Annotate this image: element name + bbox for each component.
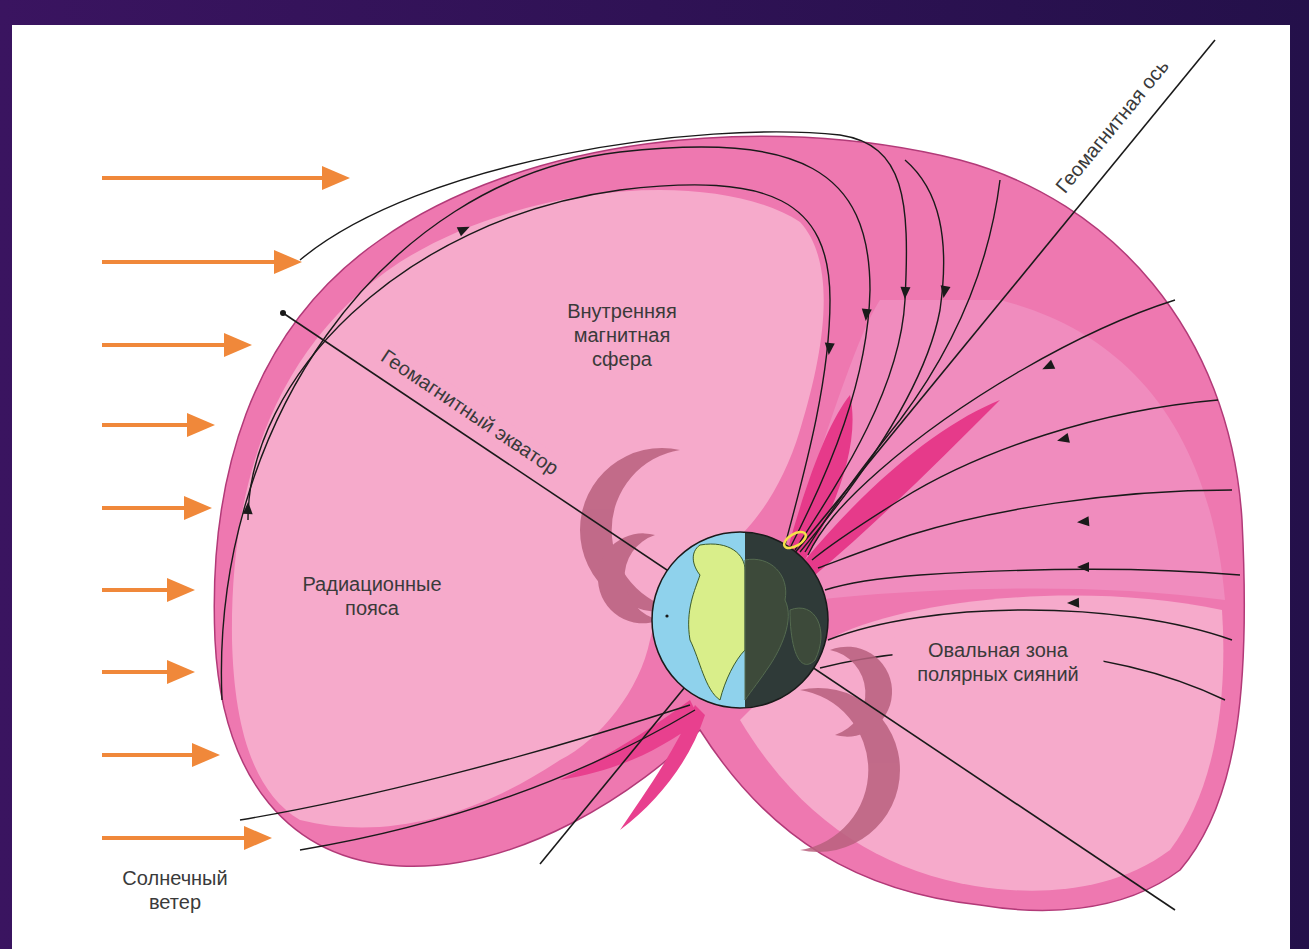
aurora-label: Овальная зона полярных сияний xyxy=(893,637,1104,687)
magnetosphere-outer xyxy=(214,136,1244,910)
region-label: Внутренняя магнитная сфера xyxy=(544,298,700,372)
earth xyxy=(652,529,845,710)
south-cusp-fan xyxy=(560,700,705,830)
inner-night-lobe xyxy=(740,596,1223,891)
belt-label: Радиационные пояса xyxy=(284,571,460,621)
radiation-belts xyxy=(580,448,900,852)
equator-end-dot xyxy=(280,310,286,316)
field-arrows xyxy=(243,222,1090,608)
geomagnetic-equator xyxy=(283,313,1175,910)
panel xyxy=(12,25,1290,949)
equator-label: Геомагнитный экватор xyxy=(374,341,567,482)
wind-label: Солнечный ветер xyxy=(100,865,251,915)
inner-dayside xyxy=(232,190,824,828)
geomagnetic-axis xyxy=(540,40,1215,864)
axis-label: Геомагнитная ось xyxy=(1048,51,1177,200)
field-lines xyxy=(221,132,1240,850)
